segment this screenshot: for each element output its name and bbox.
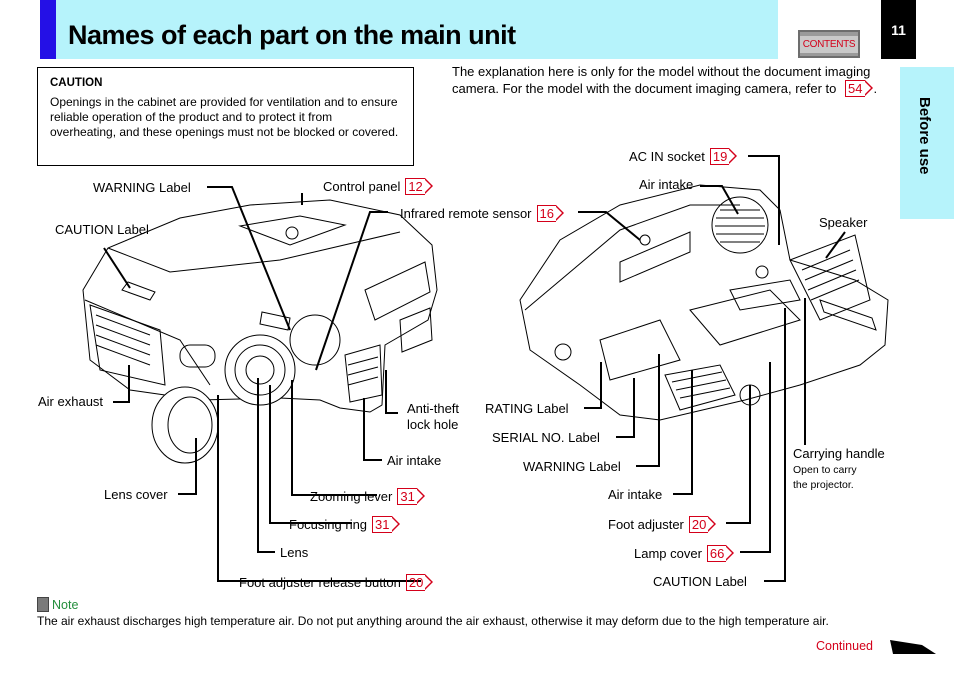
label-foot-release: Foot adjuster release button 20 (239, 574, 435, 591)
section-tab[interactable]: Before use (900, 67, 954, 219)
label-caution-front: CAUTION Label (55, 222, 149, 237)
label-air-intake-rear-bottom: Air intake (608, 487, 663, 502)
front-projector-illustration (82, 199, 438, 464)
label-caution-rear: CAUTION Label (653, 574, 747, 589)
label-ac-in-text: AC IN socket (629, 149, 705, 164)
label-lamp-cover-text: Lamp cover (634, 546, 702, 561)
contents-button-label: CONTENTS (799, 35, 859, 53)
label-infrared-sensor: Infrared remote sensor 16 (400, 205, 565, 222)
label-zooming-lever: Zooming lever 31 (310, 488, 426, 505)
label-zooming-text: Zooming lever (310, 489, 393, 504)
page-ref-31-focus[interactable]: 31 (372, 516, 401, 533)
caution-box: CAUTION Openings in the cabinet are prov… (37, 67, 414, 166)
label-focusing-text: Focusing ring (289, 517, 368, 532)
page-number: 11 (881, 0, 916, 59)
label-foot-adjuster: Foot adjuster 20 (608, 516, 718, 533)
label-lamp-cover: Lamp cover 66 (634, 545, 736, 562)
leader-lines (103, 155, 846, 582)
label-ac-in: AC IN socket 19 (629, 148, 739, 165)
header-accent-bar (40, 0, 56, 59)
label-serial: SERIAL NO. Label (492, 430, 600, 445)
label-foot-release-text: Foot adjuster release button (239, 575, 401, 590)
label-anti-theft-2: lock hole (407, 417, 459, 432)
caution-text: Openings in the cabinet are provided for… (50, 95, 399, 139)
intro-body: The explanation here is only for the mod… (452, 64, 871, 96)
page-ref-20-release[interactable]: 20 (405, 574, 435, 591)
label-lens: Lens (280, 545, 309, 560)
label-control-panel-text: Control panel (323, 179, 401, 194)
label-carrying-note-2: the projector. (793, 479, 854, 491)
continued-arrow-icon (890, 640, 936, 654)
caution-heading: CAUTION (50, 77, 103, 89)
note-icon (37, 597, 49, 612)
page-ref-31-zoom[interactable]: 31 (397, 488, 426, 505)
continued-link[interactable]: Continued (816, 639, 873, 653)
label-rating: RATING Label (485, 401, 569, 416)
label-warning-front: WARNING Label (93, 180, 191, 195)
label-speaker: Speaker (819, 215, 868, 230)
contents-button[interactable]: CONTENTS (798, 30, 860, 58)
page-ref-54[interactable]: 54 (845, 79, 874, 97)
label-carrying-handle: Carrying handle (793, 446, 885, 461)
label-focusing-ring: Focusing ring 31 (289, 516, 401, 533)
intro-text: The explanation here is only for the mod… (452, 64, 892, 97)
page-title: Names of each part on the main unit (68, 20, 516, 50)
page-ref-12[interactable]: 12 (405, 178, 434, 195)
section-tab-label: Before use (916, 97, 933, 175)
label-air-exhaust: Air exhaust (38, 394, 104, 409)
note-heading: Note (37, 597, 78, 612)
note-heading-text: Note (52, 597, 79, 612)
label-lens-cover: Lens cover (104, 487, 168, 502)
rear-projector-illustration (519, 184, 889, 421)
label-carrying-note-1: Open to carry (793, 464, 857, 476)
page-ref-66[interactable]: 66 (706, 545, 736, 562)
header-band (56, 0, 778, 59)
label-infrared-text: Infrared remote sensor (400, 206, 532, 221)
page-ref-16[interactable]: 16 (536, 205, 565, 222)
label-foot-adjuster-text: Foot adjuster (608, 517, 684, 532)
label-anti-theft-1: Anti-theft (407, 401, 460, 416)
label-warning-rear: WARNING Label (523, 459, 621, 474)
label-air-intake-front: Air intake (387, 453, 442, 468)
note-text: The air exhaust discharges high temperat… (37, 614, 829, 628)
label-air-intake-rear-top: Air intake (639, 177, 694, 192)
page-ref-20-foot[interactable]: 20 (688, 516, 718, 533)
page-ref-19[interactable]: 19 (709, 148, 739, 165)
label-control-panel: Control panel 12 (323, 178, 434, 195)
intro-end: . (873, 80, 878, 96)
